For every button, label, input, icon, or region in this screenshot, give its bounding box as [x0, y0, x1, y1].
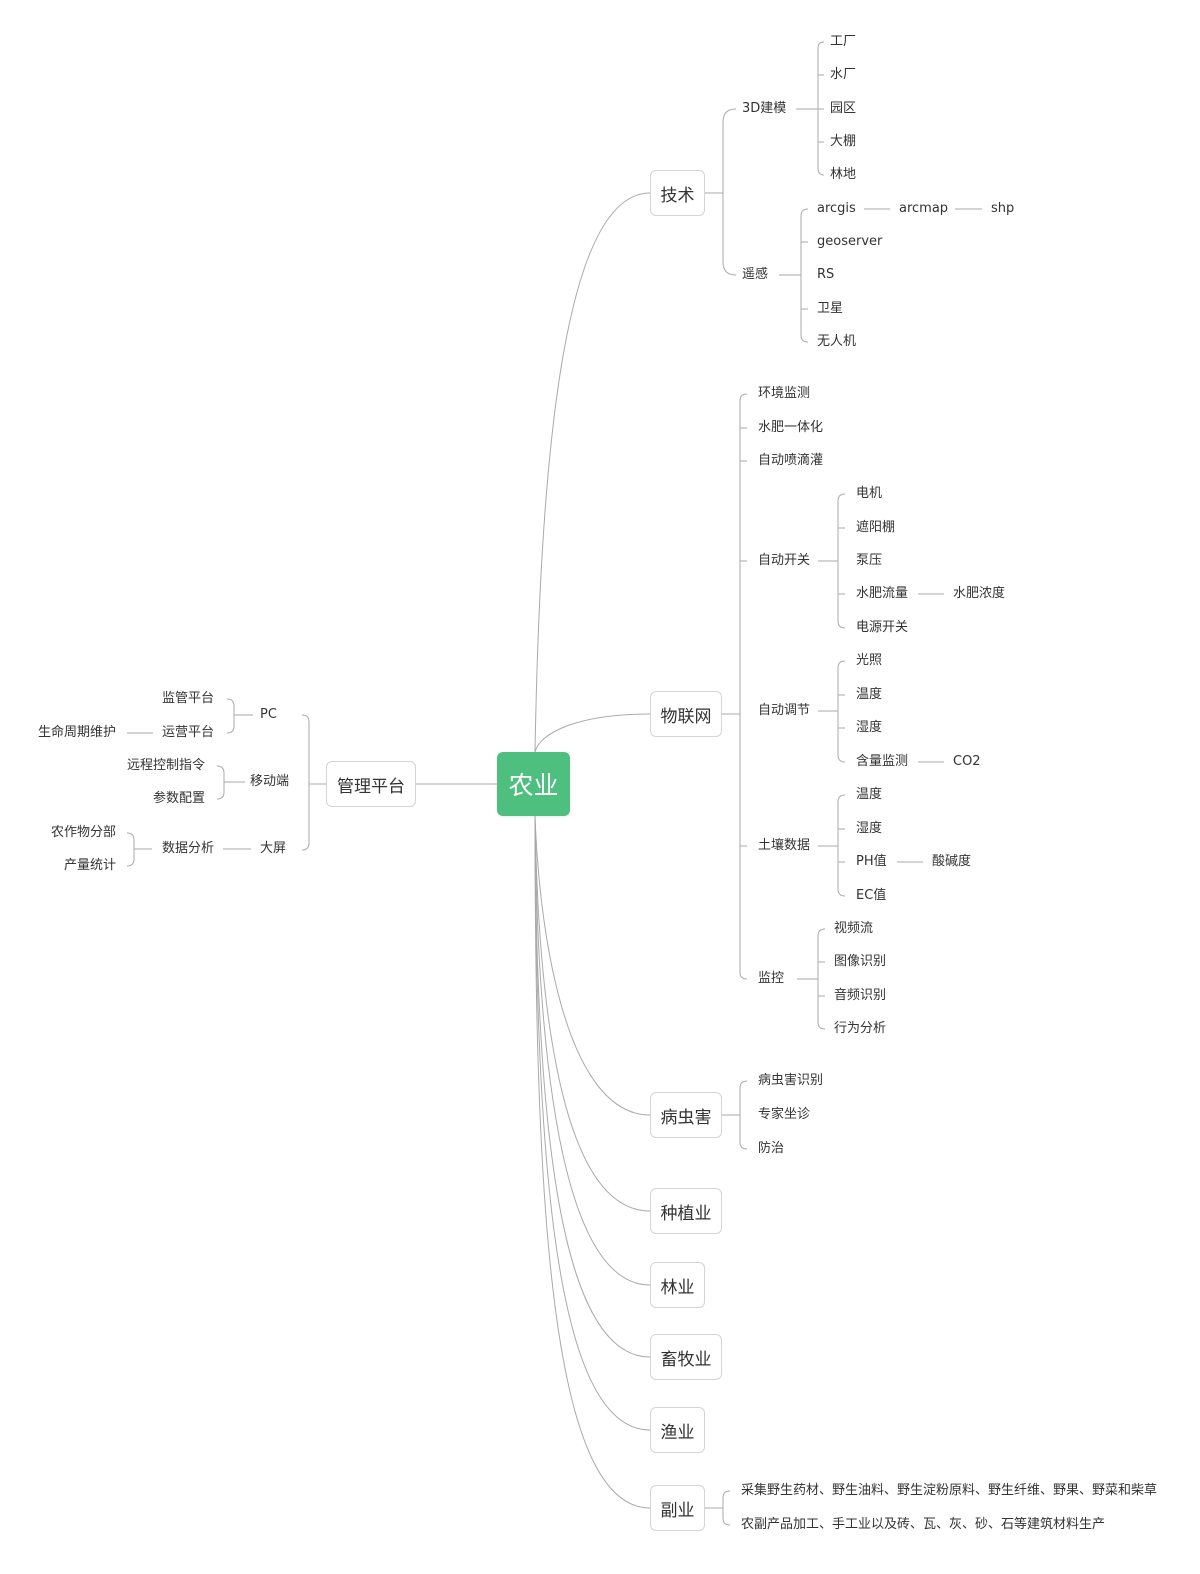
node-rs-item[interactable]: 无人机	[817, 334, 857, 349]
node-soil-item[interactable]: EC值	[856, 888, 887, 903]
node-sideline-item[interactable]: 农副产品加工、手工业以及砖、瓦、灰、砂、石等建筑材料生产	[741, 1517, 1106, 1532]
node-mobile[interactable]: 移动端	[250, 774, 290, 789]
branch-husbandry[interactable]: 畜牧业	[650, 1334, 722, 1380]
node-soil-data[interactable]: 土壤数据	[758, 838, 811, 853]
node-pc-item[interactable]: 监管平台	[161, 691, 214, 706]
root-node[interactable]: 农业	[497, 752, 570, 816]
node-adjust-item[interactable]: 光照	[856, 653, 883, 668]
node-switch-item[interactable]: 电机	[856, 486, 883, 501]
node-big-screen[interactable]: 大屏	[260, 841, 287, 856]
node-modeling-item[interactable]: 水厂	[830, 67, 857, 82]
node-pc-item[interactable]: 运营平台	[161, 725, 214, 740]
node-remote-sensing[interactable]: 遥感	[742, 267, 769, 282]
node-lifecycle[interactable]: 生命周期维护	[37, 725, 116, 740]
node-rs-item[interactable]: RS	[817, 267, 835, 282]
branch-tech[interactable]: 技术	[650, 170, 705, 216]
node-sideline-item[interactable]: 采集野生药材、野生油料、野生淀粉原料、野生纤维、野果、野菜和柴草	[741, 1483, 1158, 1498]
node-fertilizer-concentration[interactable]: 水肥浓度	[953, 586, 1006, 601]
node-modeling-item[interactable]: 园区	[830, 101, 857, 116]
node-switch-item[interactable]: 电源开关	[856, 620, 909, 635]
branch-planting[interactable]: 种植业	[650, 1188, 722, 1234]
node-adjust-item[interactable]: 湿度	[856, 720, 883, 735]
node-rs-item[interactable]: arcgis	[817, 201, 856, 216]
node-monitor-item[interactable]: 视频流	[834, 921, 874, 936]
node-monitor-item[interactable]: 图像识别	[834, 954, 887, 969]
node-modeling-item[interactable]: 工厂	[830, 34, 857, 49]
node-monitor[interactable]: 监控	[758, 971, 785, 986]
node-mobile-item[interactable]: 远程控制指令	[126, 758, 205, 773]
branch-forestry[interactable]: 林业	[650, 1262, 705, 1308]
node-pest-item[interactable]: 专家坐诊	[758, 1107, 811, 1122]
node-modeling-item[interactable]: 林地	[830, 167, 857, 182]
node-soil-item[interactable]: 温度	[856, 787, 883, 802]
branch-pest[interactable]: 病虫害	[650, 1092, 722, 1138]
node-auto-adjust[interactable]: 自动调节	[758, 703, 811, 718]
node-monitor-item[interactable]: 行为分析	[834, 1021, 887, 1036]
node-adjust-item[interactable]: 温度	[856, 687, 883, 702]
node-rs-item[interactable]: geoserver	[817, 234, 883, 249]
node-pest-item[interactable]: 防治	[758, 1141, 785, 1156]
node-arcmap[interactable]: arcmap	[899, 201, 949, 216]
node-screen-item[interactable]: 农作物分部	[50, 825, 116, 840]
node-pc[interactable]: PC	[260, 707, 277, 722]
node-3d-modeling[interactable]: 3D建模	[742, 101, 787, 116]
node-modeling-item[interactable]: 大棚	[830, 134, 857, 149]
node-iot-item[interactable]: 水肥一体化	[758, 420, 824, 435]
node-rs-item[interactable]: 卫星	[817, 301, 844, 316]
node-co2[interactable]: CO2	[953, 754, 981, 769]
branch-mgmt[interactable]: 管理平台	[326, 761, 416, 807]
node-acidity[interactable]: 酸碱度	[932, 854, 972, 869]
node-iot-item[interactable]: 自动喷滴灌	[758, 453, 824, 468]
node-iot-item[interactable]: 环境监测	[758, 386, 811, 401]
branch-sideline[interactable]: 副业	[650, 1485, 705, 1531]
node-switch-item[interactable]: 泵压	[856, 553, 883, 568]
node-soil-item[interactable]: 湿度	[856, 821, 883, 836]
node-switch-item[interactable]: 水肥流量	[856, 586, 909, 601]
node-data-analysis[interactable]: 数据分析	[162, 841, 215, 856]
node-switch-item[interactable]: 遮阳棚	[856, 520, 896, 535]
node-mobile-item[interactable]: 参数配置	[152, 791, 205, 806]
node-pest-item[interactable]: 病虫害识别	[758, 1073, 824, 1088]
branch-fishery[interactable]: 渔业	[650, 1407, 705, 1453]
node-screen-item[interactable]: 产量统计	[63, 858, 116, 873]
node-soil-item[interactable]: PH值	[856, 854, 887, 869]
branch-iot[interactable]: 物联网	[650, 691, 722, 737]
node-shp[interactable]: shp	[991, 201, 1015, 216]
node-auto-switch[interactable]: 自动开关	[758, 553, 811, 568]
node-adjust-item[interactable]: 含量监测	[856, 754, 909, 769]
node-monitor-item[interactable]: 音频识别	[834, 988, 887, 1003]
